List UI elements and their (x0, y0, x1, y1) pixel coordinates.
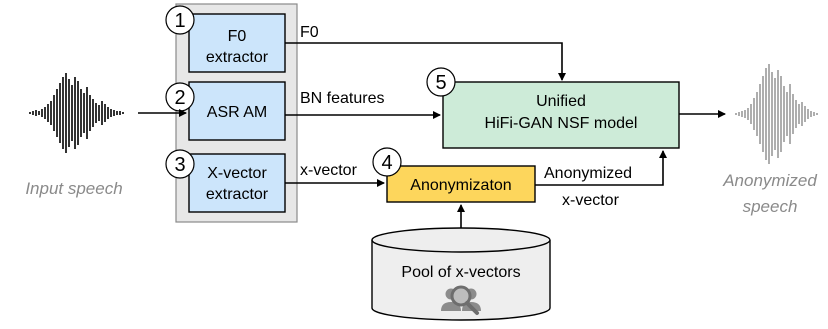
input-waveform (29, 73, 124, 153)
svg-text:1: 1 (174, 10, 185, 32)
hifigan-line1: Unified (536, 93, 586, 110)
svg-text:3: 3 (174, 154, 185, 176)
xvector-extractor-box: X-vector extractor (188, 153, 286, 213)
pool-of-xvectors-db: Pool of x-vectors (371, 227, 551, 321)
anonymized-xvector-arrow (535, 150, 667, 186)
anonymized-speech-label-line1: Anonymized (722, 171, 817, 190)
svg-text:4: 4 (381, 152, 392, 174)
f0-extractor-box: F0 extractor (188, 13, 286, 73)
people-search-icon (441, 285, 481, 315)
badge-1: 1 (165, 5, 195, 35)
badge-5: 5 (426, 67, 456, 97)
f0-edge-label: F0 (300, 24, 319, 41)
asr-am-label: ASR AM (207, 104, 267, 121)
badge-2: 2 (165, 82, 195, 112)
badge-4: 4 (372, 147, 402, 177)
xvector-extractor-line2: extractor (206, 186, 269, 203)
f0-extractor-line1: F0 (228, 28, 247, 45)
anonymization-box: Anonymizaton (386, 165, 536, 203)
xvector-edge-label: x-vector (300, 162, 358, 179)
badge-3: 3 (165, 149, 195, 179)
pool-label: Pool of x-vectors (401, 264, 520, 281)
svg-text:5: 5 (435, 72, 446, 94)
anonymized-xvector-label-line1: Anonymized (544, 165, 632, 182)
f0-arrow (285, 42, 566, 81)
anonymized-speech-label-line2: speech (743, 197, 798, 216)
hifigan-line2: HiFi-GAN NSF model (485, 115, 638, 132)
asr-am-box: ASR AM (188, 81, 286, 141)
hifigan-nsf-box: Unified HiFi-GAN NSF model (442, 81, 680, 149)
f0-extractor-line2: extractor (206, 49, 269, 66)
output-waveform (735, 64, 818, 164)
anonymization-label: Anonymizaton (410, 177, 511, 194)
anonymized-xvector-label-line2: x-vector (562, 192, 620, 209)
input-speech-label: Input speech (25, 179, 122, 198)
bn-features-label: BN features (300, 90, 384, 107)
xvector-extractor-line1: X-vector (207, 165, 267, 182)
svg-text:2: 2 (174, 87, 185, 109)
